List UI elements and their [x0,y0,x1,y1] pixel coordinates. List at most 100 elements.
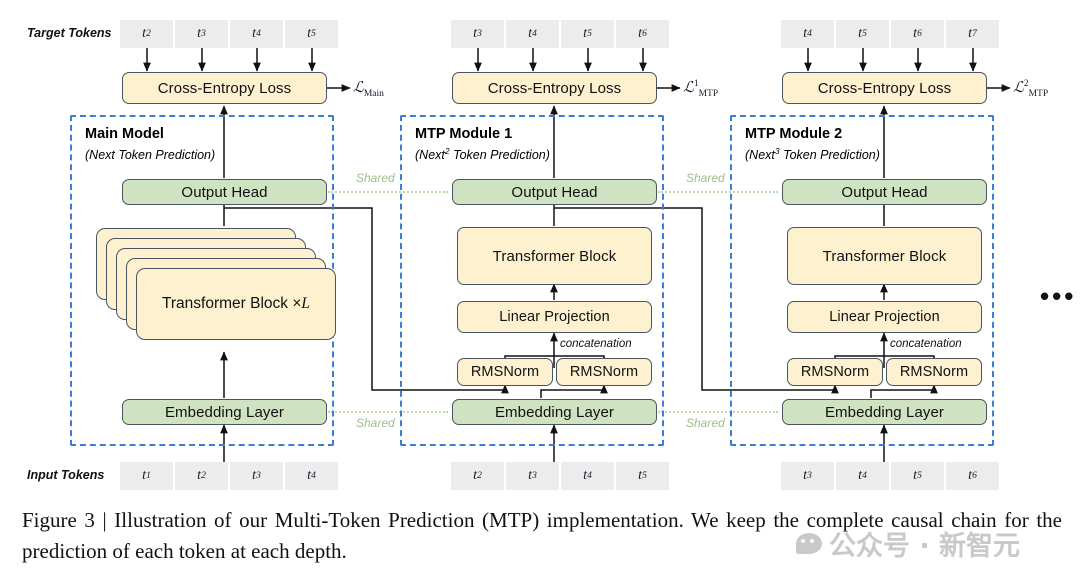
loss-script-L: ℒ [353,80,364,96]
token-index: 3 [477,29,482,39]
transformer-stack-count: L [301,295,311,312]
token-index: 2 [477,471,482,481]
cross-entropy-loss-main[interactable]: Cross-Entropy Loss [122,72,327,104]
subtitle-pre: (Next [745,148,775,163]
token-index: 1 [146,471,151,481]
module-title-main-model: Main Model [85,126,164,142]
module-frame-mtp-2 [730,115,994,446]
loss-superscript: 2 [1023,79,1029,89]
subtitle-post: Token Prediction) [779,148,880,163]
subtitle-pre: (Next [85,148,115,163]
output-head-mtp-2[interactable]: Output Head [782,179,987,205]
token-index: 5 [311,29,316,39]
module-subtitle-mtp-1: (Next2 Token Prediction) [415,146,550,162]
token-index: 7 [972,29,977,39]
shared-label-output-head-1: Shared [356,171,395,185]
transformer-stack-layer-front: Transformer Block × L [136,268,336,340]
shared-label-output-head-2: Shared [686,171,725,185]
transformer-stack-label: Transformer Block × [161,295,302,312]
token-index: 6 [642,29,647,39]
figure-caption: Figure 3 | Illustration of our Multi-Tok… [22,508,1062,563]
shared-embedding-line-1 [328,411,448,413]
linear-projection-mtp-2[interactable]: Linear Projection [787,301,982,333]
token-index: 6 [917,29,922,39]
loss-symbol-main: ℒMain [353,78,384,99]
transformer-block-mtp-2[interactable]: Transformer Block [787,227,982,285]
loss-symbol-mtp-2: ℒ2MTP [1013,78,1048,99]
loss-subscript: MTP [1028,89,1049,99]
shared-output-head-line-2 [658,191,778,193]
embedding-layer-mtp-2[interactable]: Embedding Layer [782,399,987,425]
transformer-block-stack-main[interactable]: Transformer Block × L [96,228,336,352]
ellipsis-more-modules: ••• [1040,281,1077,311]
target-tokens-label: Target Tokens [27,26,112,40]
cross-entropy-loss-mtp-2[interactable]: Cross-Entropy Loss [782,72,987,104]
token-index: 5 [917,471,922,481]
token-index: 3 [532,471,537,481]
loss-script-L: ℒ [683,80,694,96]
rmsnorm-right-mtp-2[interactable]: RMSNorm [886,358,982,386]
token-index: 4 [587,471,592,481]
loss-symbol-mtp-1: ℒ1MTP [683,78,718,99]
module-subtitle-main-model: (Next Token Prediction) [85,146,215,162]
module-title-mtp-2: MTP Module 2 [745,126,843,142]
rmsnorm-left-mtp-1[interactable]: RMSNorm [457,358,553,386]
token-index: 5 [642,471,647,481]
loss-superscript: 1 [693,79,699,89]
input-tokens-label: Input Tokens [27,468,105,482]
shared-output-head-line-1 [328,191,448,193]
module-subtitle-mtp-2: (Next3 Token Prediction) [745,146,880,162]
rmsnorm-right-mtp-1[interactable]: RMSNorm [556,358,652,386]
token-index: 2 [146,29,151,39]
rmsnorm-left-mtp-2[interactable]: RMSNorm [787,358,883,386]
token-index: 4 [311,471,316,481]
loss-subscript: Main [363,89,384,99]
token-index: 3 [201,29,206,39]
token-index: 6 [972,471,977,481]
cross-entropy-loss-mtp-1[interactable]: Cross-Entropy Loss [452,72,657,104]
token-index: 3 [807,471,812,481]
module-frame-mtp-1 [400,115,664,446]
transformer-block-mtp-1[interactable]: Transformer Block [457,227,652,285]
embedding-layer-mtp-1[interactable]: Embedding Layer [452,399,657,425]
subtitle-post: Token Prediction) [114,148,216,163]
subtitle-post: Token Prediction) [449,148,550,163]
shared-embedding-line-2 [658,411,778,413]
token-index: 4 [532,29,537,39]
loss-script-L: ℒ [1013,80,1024,96]
shared-label-embedding-2: Shared [686,416,725,430]
token-index: 4 [807,29,812,39]
output-head-mtp-1[interactable]: Output Head [452,179,657,205]
linear-projection-mtp-1[interactable]: Linear Projection [457,301,652,333]
embedding-layer-main[interactable]: Embedding Layer [122,399,327,425]
output-head-main[interactable]: Output Head [122,179,327,205]
